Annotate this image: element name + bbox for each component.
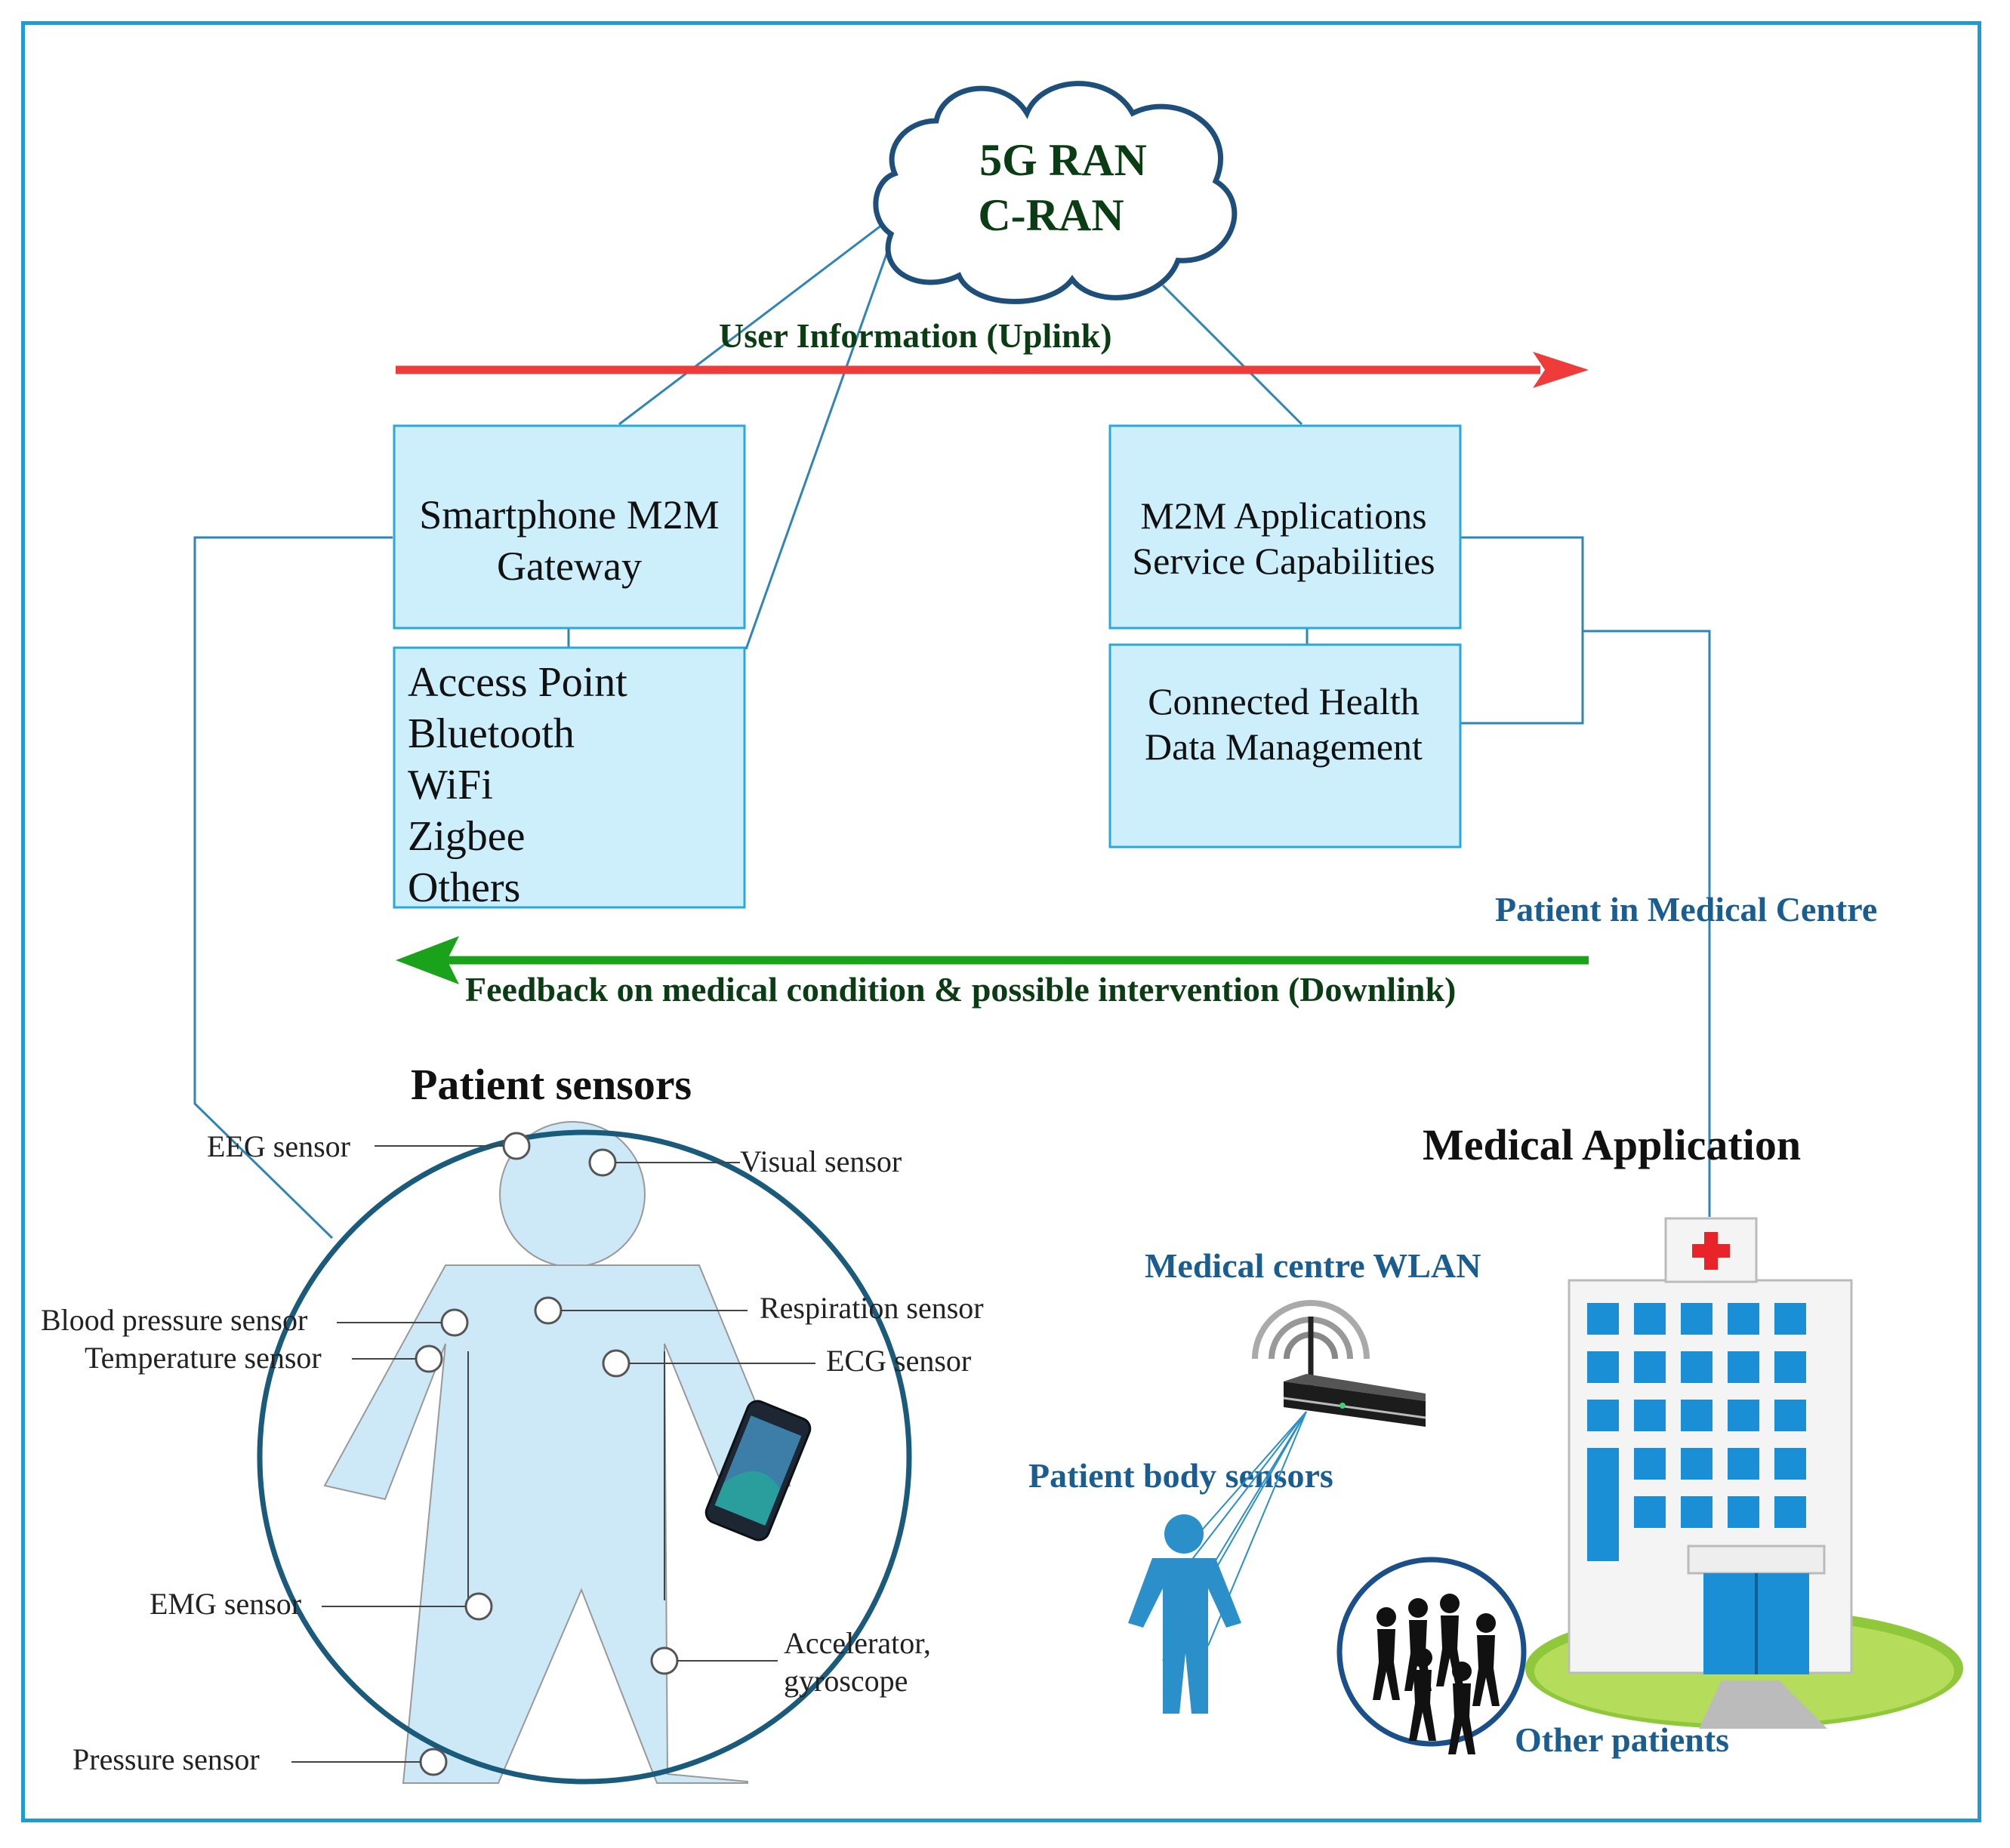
label-accel-2: gyroscope xyxy=(784,1664,908,1698)
hospital-window xyxy=(1634,1496,1666,1528)
downlink-arrow xyxy=(396,936,1589,984)
medical-wlan-label: Medical centre WLAN xyxy=(1145,1246,1481,1285)
hospital-window xyxy=(1774,1303,1806,1335)
hospital-window xyxy=(1774,1351,1806,1383)
label-temp: Temperature sensor xyxy=(85,1341,322,1375)
wifi-router-icon xyxy=(1252,1300,1426,1427)
access-item-3: Zigbee xyxy=(408,813,525,860)
hospital-window xyxy=(1634,1351,1666,1383)
cloud-line1: 5G RAN xyxy=(979,135,1147,185)
data-line1: Connected Health xyxy=(1148,680,1420,722)
hospital-window xyxy=(1728,1303,1759,1335)
label-eeg: EEG sensor xyxy=(207,1129,350,1163)
data-line2: Data Management xyxy=(1145,725,1423,768)
hospital-window xyxy=(1774,1496,1806,1528)
sensor-labels-large: EEG sensor Visual sensor Blood pressure … xyxy=(41,1129,984,1776)
gateway-line1: Smartphone M2M xyxy=(419,492,720,537)
patient-body-sensors-label: Patient body sensors xyxy=(1028,1456,1333,1495)
label-accel-1: Accelerator, xyxy=(784,1626,931,1660)
other-patients-icon xyxy=(1336,1557,1527,1754)
patient-in-centre-label: Patient in Medical Centre xyxy=(1495,890,1877,929)
hospital-window xyxy=(1728,1496,1759,1528)
label-ecg: ECG sensor xyxy=(826,1344,971,1378)
body-figure-small xyxy=(1128,1411,1307,1714)
hospital-window xyxy=(1728,1448,1759,1480)
hospital-window xyxy=(1681,1400,1713,1431)
gateway-line2: Gateway xyxy=(497,544,642,589)
cloud-5g-ran: 5G RAN C-RAN xyxy=(873,81,1238,304)
hospital-building-icon xyxy=(1525,1217,1963,1729)
downlink-label: Feedback on medical condition & possible… xyxy=(465,970,1456,1009)
diagram-frame xyxy=(21,21,1981,1822)
hospital-window xyxy=(1587,1303,1619,1335)
other-patients-label: Other patients xyxy=(1515,1720,1729,1759)
hospital-window xyxy=(1634,1400,1666,1431)
hospital-window xyxy=(1634,1448,1666,1480)
hospital-window xyxy=(1728,1400,1759,1431)
gateway-box: Smartphone M2M Gateway xyxy=(393,424,746,630)
label-resp: Respiration sensor xyxy=(760,1291,984,1325)
label-bp: Blood pressure sensor xyxy=(41,1303,307,1337)
hospital-window xyxy=(1681,1496,1713,1528)
sensor-leader-lines xyxy=(291,1145,815,1763)
medical-application-title: Medical Application xyxy=(1423,1120,1801,1169)
body-figure-large xyxy=(323,1121,791,1784)
uplink-label: User Information (Uplink) xyxy=(719,316,1112,355)
patient-sensors-title: Patient sensors xyxy=(411,1060,692,1109)
access-item-0: Access Point xyxy=(408,659,627,706)
apps-line2: Service Capabilities xyxy=(1132,540,1435,582)
hospital-window xyxy=(1774,1400,1806,1431)
access-item-4: Others xyxy=(408,864,520,911)
label-emg: EMG sensor xyxy=(150,1587,301,1621)
hospital-window xyxy=(1587,1351,1619,1383)
hospital-window xyxy=(1634,1303,1666,1335)
cloud-line2: C-RAN xyxy=(978,190,1124,240)
access-box: Access Point Bluetooth WiFi Zigbee Other… xyxy=(393,646,746,911)
hospital-window xyxy=(1681,1351,1713,1383)
access-item-2: WiFi xyxy=(408,762,493,808)
label-pressure: Pressure sensor xyxy=(72,1742,260,1776)
label-visual: Visual sensor xyxy=(740,1144,902,1178)
apps-box: M2M Applications Service Capabilities xyxy=(1108,424,1462,630)
hospital-window xyxy=(1728,1351,1759,1383)
hospital-window xyxy=(1681,1303,1713,1335)
uplink-arrow xyxy=(396,352,1589,388)
hospital-window xyxy=(1681,1448,1713,1480)
access-item-1: Bluetooth xyxy=(408,710,575,757)
hospital-window-tall xyxy=(1587,1448,1619,1561)
data-box: Connected Health Data Management xyxy=(1108,643,1462,849)
hospital-window xyxy=(1774,1448,1806,1480)
apps-line1: M2M Applications xyxy=(1140,494,1426,537)
hospital-windows xyxy=(1587,1303,1806,1561)
patient-sensors-circle xyxy=(257,1129,912,1785)
connection-lines xyxy=(193,219,1711,1240)
hospital-window xyxy=(1587,1400,1619,1431)
smartphone-icon xyxy=(704,1400,812,1542)
